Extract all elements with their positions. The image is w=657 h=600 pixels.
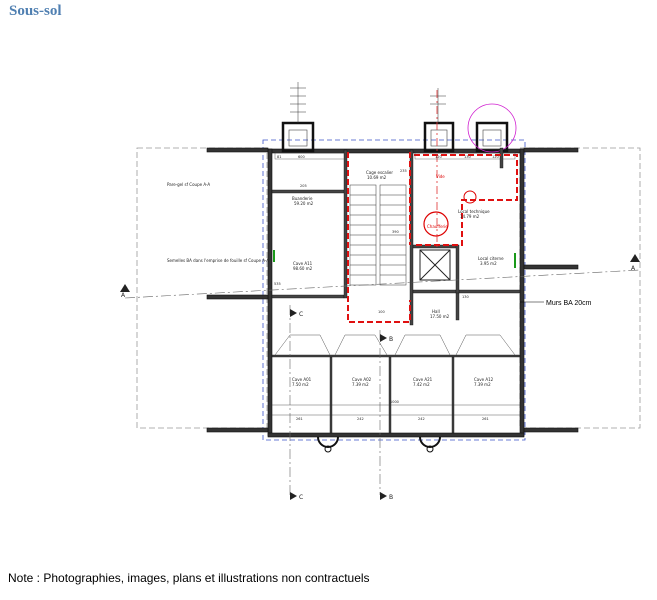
dim-top-c: 120 <box>435 155 442 159</box>
section-mark-a-left: A <box>121 292 126 299</box>
top-dim-bar <box>274 152 346 160</box>
room-hall-name: Hall <box>432 309 440 314</box>
section-arrow-b-bottom <box>380 492 387 500</box>
dim-bottom-total: 1000 <box>390 400 399 404</box>
wall-spec-label: Murs BA 20cm <box>546 300 592 307</box>
section-line-b <box>289 305 381 495</box>
top-dimension-column <box>290 82 306 123</box>
room-buanderie-area: 59.20 m2 <box>294 201 314 206</box>
dim-bottom-a: 261 <box>296 417 303 421</box>
section-arrow-c-bottom <box>290 492 297 500</box>
section-mark-c-bottom: C <box>299 494 303 501</box>
drain-symbols <box>317 436 441 448</box>
room-cage-escalier-area: 10.69 m2 <box>367 175 387 180</box>
dim-right-a: 130 <box>462 295 469 299</box>
staircase <box>349 184 407 286</box>
page-title: Sous-sol <box>9 3 62 19</box>
exterior-walls <box>206 147 579 438</box>
room-local-citerne-name: Local citerne <box>478 256 504 261</box>
fire-compartment <box>347 152 518 323</box>
room-cave-a01-name: Cave A01 <box>292 377 312 382</box>
room-local-technique-name: Local technique <box>458 209 490 214</box>
room-cave-a01-area: 7.50 m2 <box>292 382 309 387</box>
dim-bottom-d: 261 <box>482 417 489 421</box>
top-right-dimension-column <box>430 88 446 123</box>
section-mark-c-top: C <box>299 311 303 318</box>
room-cave-a11-area: 98.60 m2 <box>293 266 313 271</box>
section-arrow-c-top <box>290 309 297 317</box>
room-cave-a02-name: Cave A02 <box>352 377 372 382</box>
section-mark-b-top: B <box>389 336 393 343</box>
dim-bottom-c: 242 <box>418 417 425 421</box>
light-well-inner <box>288 129 502 147</box>
room-cave-a21-name: Cave A21 <box>413 377 433 382</box>
section-mark-b-bottom: B <box>389 494 393 501</box>
room-local-citerne-area: 3.95 m2 <box>480 261 497 266</box>
section-arrow-b-top <box>380 334 387 342</box>
section-mark-a-right: A <box>631 265 636 272</box>
room-buanderie-name: Buanderie <box>292 196 313 201</box>
room-local-technique-area: 14.79 m2 <box>460 214 480 219</box>
pare-gel-label: Pare-gel sf Coupe A-A <box>167 182 210 187</box>
ventilation-circle <box>467 103 517 153</box>
room-cave-a21-area: 7.42 m2 <box>413 382 430 387</box>
room-cage-escalier-name: Cage escalier <box>366 170 393 175</box>
dim-mid-d: 390 <box>392 230 399 234</box>
dim-mid-c: 235 <box>400 169 407 173</box>
boiler-symbol <box>463 190 477 204</box>
dim-bottom-b: 242 <box>357 417 364 421</box>
cellar-door-swings <box>274 334 516 356</box>
room-cave-a02-area: 7.39 m2 <box>352 382 369 387</box>
bottom-dimension-line <box>270 404 522 416</box>
dim-side-a: 535 <box>274 282 281 286</box>
room-cave-a11-name: Cave A11 <box>293 261 313 266</box>
room-cave-a12-name: Cave A12 <box>474 377 494 382</box>
vide-label: Vide <box>436 174 445 179</box>
elevator-shaft <box>419 249 451 281</box>
drain-dot-left <box>324 445 332 453</box>
site-boundary <box>136 147 641 429</box>
building-envelope <box>262 139 526 441</box>
pump-symbol <box>423 211 449 237</box>
interior-walls <box>271 147 521 434</box>
chaufferie-label: Chaufferie <box>427 224 448 229</box>
light-wells <box>281 121 509 153</box>
footer-note: Note : Photographies, images, plans et i… <box>8 571 370 585</box>
dim-top-e: 120 <box>492 155 499 159</box>
dim-top-b: 600 <box>298 155 305 159</box>
top-right-dim-bar <box>414 152 516 160</box>
dim-mid-b: 100 <box>378 310 385 314</box>
dim-top-a: 81 <box>277 155 281 159</box>
semelles-label: Semelles BA dans l'emprise de fouille sf… <box>167 258 269 263</box>
room-hall-area: 17.50 m2 <box>430 314 450 319</box>
room-cave-a12-area: 7.39 m2 <box>474 382 491 387</box>
drain-dot-right <box>426 445 434 453</box>
dim-top-d: 130 <box>464 155 471 159</box>
section-line-a <box>120 254 641 299</box>
dim-mid-a: 205 <box>300 184 307 188</box>
